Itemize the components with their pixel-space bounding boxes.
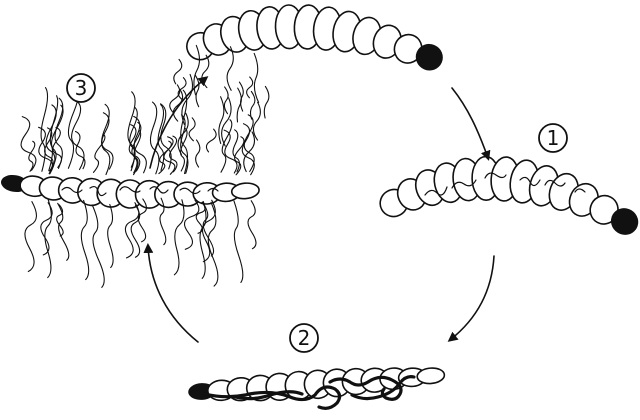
larva-top [186,4,443,71]
parasite-strand [20,116,37,171]
parasite-stage-1 [424,172,586,196]
parasite-strand [194,74,200,108]
parasite-strand [44,199,52,279]
parasite-strand [233,200,244,283]
step-2-number: 2 [298,326,311,350]
parasite-strand [223,129,238,174]
larva-body-segment [416,367,446,385]
parasite-strand [246,76,254,99]
parasite-strand [24,201,37,273]
parasite-strand [232,129,240,173]
parasite-strand [173,58,183,85]
parasite-strand [220,119,233,173]
emerging-parasites [20,44,270,288]
parasite-strand [71,99,85,171]
parasite-strand [128,124,141,172]
parasite-strand [221,97,232,147]
parasite-strand [180,127,188,172]
parasite-strand [169,135,178,173]
parasite-strand [243,114,255,173]
larva-left [0,174,260,209]
parasite-strand [236,87,242,123]
parasite-strand [243,131,256,173]
arrow-3-to-top [149,76,209,169]
parasite-strand [133,115,147,174]
parasite-strand [48,95,59,172]
parasite-strand [218,96,225,145]
larva-head-segment [610,208,639,235]
parasite-strand [205,128,217,153]
parasite-strand [74,130,86,170]
step-3-label: 3 [66,73,96,103]
parasite-strand [199,201,207,279]
parasite-strand [195,139,201,168]
arrow-1-to-2 [447,255,495,342]
parasite-strand [129,106,138,168]
larva-right [379,155,639,235]
parasite-strand [158,140,172,175]
parasite-strand [241,123,255,176]
parasite-strand [149,101,160,175]
parasite-strand [263,85,270,119]
parasite-strand [173,199,185,276]
parasite-strand [253,52,260,103]
parasite-strand [252,101,261,141]
parasite-strand [40,202,53,256]
parasite-strand [193,44,201,96]
parasite-strand [80,199,90,281]
parasite-strand [247,200,257,250]
larva-body-segment [230,182,260,200]
parasite-strand [28,140,36,172]
parasite-strand [223,86,229,115]
larva-head-segment [415,43,443,71]
parasite-strand [44,127,54,172]
parasite-strand [207,201,219,287]
parasite-strand [57,202,70,261]
parasite-strand [124,202,140,259]
parasite-strand [92,133,106,173]
parasite-strand [249,90,256,120]
parasite-strand [226,46,234,91]
parasite-strand [238,81,244,112]
parasite-strand [49,104,64,173]
step-3-number: 3 [75,76,88,100]
parasite-strand [101,103,111,176]
parasite-strand [159,197,167,246]
parasite-strand [137,198,147,243]
parasite-stage-2 [203,375,416,410]
parasite-strand [183,199,200,250]
parasite-strand [56,204,64,237]
parasite-strand [188,117,196,142]
parasite-stage-3-inner [61,185,219,197]
parasite-strand [177,77,187,100]
parasite-strand [133,129,142,174]
parasite-strand [45,104,57,175]
parasite-strand [181,73,194,125]
parasite-strand [177,112,189,155]
step-1-label: 1 [538,123,568,153]
parasite-strand [180,114,189,174]
parasite-strand [107,203,114,269]
parasite-strand [169,84,181,114]
parasite-strand [131,121,142,176]
parasite-strand [38,126,53,175]
parasite-strand [172,89,184,122]
parasite-strand [130,204,141,258]
parasite-strand [160,103,172,170]
step-2-label: 2 [289,323,319,353]
arrow-top-to-1 [451,87,491,161]
parasite-strand [91,204,105,288]
arrow-2-to-3 [143,243,199,343]
step-1-number: 1 [547,126,560,150]
